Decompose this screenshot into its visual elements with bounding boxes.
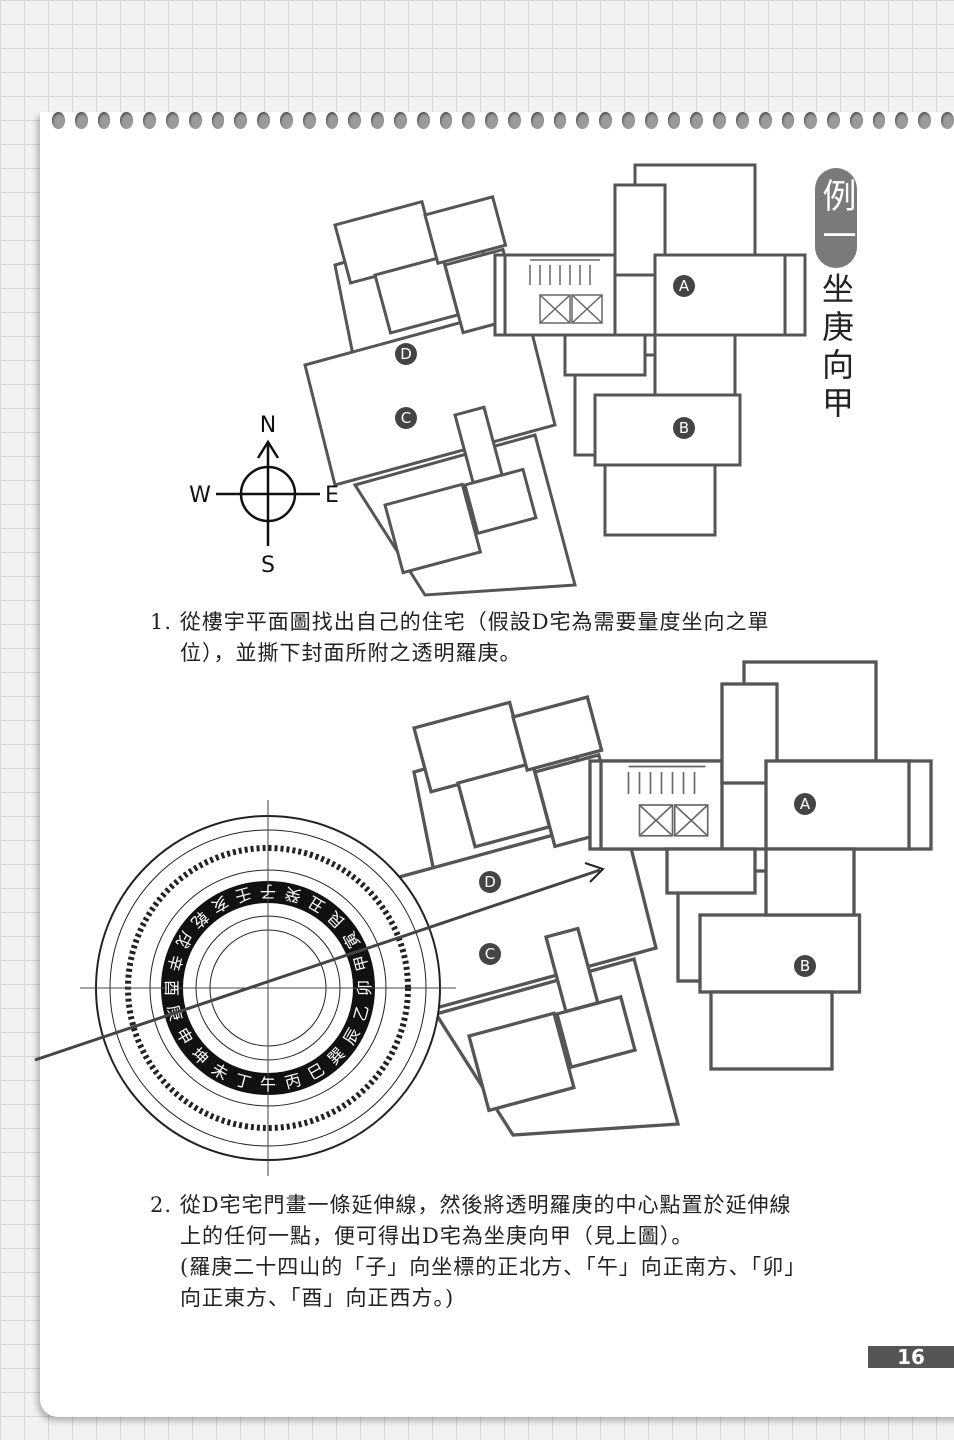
binding-hole <box>74 112 88 129</box>
luopan-mountain: 壬 <box>233 884 253 906</box>
unit-label-c: C <box>401 409 411 427</box>
binding-hole <box>690 112 704 129</box>
binding-hole <box>393 112 407 129</box>
binding-hole <box>804 112 818 129</box>
step-2-line-2: 上的任何一點，便可得出D宅為坐庚向甲（見上圖）。 <box>180 1224 694 1248</box>
unit-label-a: A <box>679 277 690 295</box>
unit-marker <box>673 275 695 297</box>
step-2-line-4: 向正東方、「酉」向正西方。) <box>180 1286 455 1310</box>
unit-label-d: D <box>400 345 412 363</box>
unit-marker <box>479 943 501 965</box>
example-tab: 例一 <box>815 168 857 268</box>
unit-label-d: D <box>484 873 496 891</box>
binding-hole <box>302 112 316 129</box>
step-2-line-3: (羅庚二十四山的「子」向坐標的正北方、「午」向正南方、「卯」 <box>180 1255 807 1279</box>
compass-rose <box>216 439 320 546</box>
step-1-line-1: 1. 從樓宇平面圖找出自己的住宅（假設D宅為需要量度坐向之單 <box>150 610 770 634</box>
binding-hole <box>530 112 544 129</box>
binding-hole <box>120 112 134 129</box>
binding-hole <box>599 112 612 129</box>
floor-plan-1 <box>303 163 807 597</box>
binding-hole <box>713 112 726 129</box>
binding-hole <box>895 112 909 129</box>
step-2-text: 2. 從D宅宅門畫一條延伸線，然後將透明羅庚的中心點置於延伸線 上的任何一點，便… <box>150 1190 806 1314</box>
luopan-mountain: 卯 <box>355 980 374 996</box>
luopan-mountain: 丁 <box>233 1070 253 1092</box>
unit-label-c: C <box>485 945 495 963</box>
luopan-mountain: 甲 <box>350 953 372 973</box>
binding-hole <box>325 112 339 129</box>
unit-label-a: A <box>800 795 811 813</box>
unit-label-b: B <box>800 957 810 975</box>
binding-hole <box>234 112 248 129</box>
binding-hole <box>211 112 225 129</box>
binding-hole <box>485 112 498 129</box>
luopan-dial: 子癸丑艮寅甲卯乙辰巽巳丙午丁未坤申庚酉辛戌乾亥壬 <box>80 800 456 1176</box>
binding-hole <box>143 112 156 129</box>
binding-hole <box>165 112 179 129</box>
unit-marker <box>673 417 695 439</box>
unit-marker <box>794 793 816 815</box>
extension-line <box>34 868 601 1062</box>
binding-hole <box>781 112 795 129</box>
compass-west-label: W <box>189 483 211 508</box>
binding-hole <box>576 112 590 129</box>
binding-hole <box>439 112 453 129</box>
binding-hole <box>941 112 954 129</box>
step-1-line-2: 位），並撕下封面所附之透明羅庚。 <box>180 641 522 665</box>
luopan-mountain: 子 <box>260 882 276 901</box>
binding-hole <box>827 112 840 129</box>
orientation-title: 坐庚向甲 <box>817 272 855 424</box>
binding-hole <box>507 112 521 129</box>
compass-south-label: S <box>261 553 275 578</box>
unit-marker <box>395 343 417 365</box>
unit-marker <box>395 407 417 429</box>
binding-hole <box>849 112 863 129</box>
compass-east-label: E <box>325 483 339 508</box>
step-2-line-1: 2. 從D宅宅門畫一條延伸線，然後將透明羅庚的中心點置於延伸線 <box>150 1193 792 1217</box>
unit-label-b: B <box>679 419 689 437</box>
luopan-mountain: 午 <box>260 1075 276 1094</box>
luopan-mountain: 丙 <box>283 1070 303 1092</box>
binding-hole <box>52 112 65 129</box>
binding-hole <box>257 112 270 129</box>
binding-hole <box>97 112 111 129</box>
binding-hole <box>462 112 476 129</box>
luopan-mountain: 辛 <box>164 953 186 973</box>
binding-hole <box>918 112 932 129</box>
unit-marker <box>794 955 816 977</box>
binding-hole <box>758 112 772 129</box>
binding-hole <box>188 112 202 129</box>
binding-hole <box>348 112 362 129</box>
binding-hole <box>735 112 749 129</box>
binding-hole <box>279 112 293 129</box>
binding-hole <box>553 112 567 129</box>
compass-north-label: N <box>260 413 276 438</box>
luopan-mountain: 酉 <box>162 980 181 996</box>
binding-holes <box>52 112 954 134</box>
binding-hole <box>872 112 886 129</box>
luopan-mountain: 癸 <box>283 884 303 906</box>
binding-hole <box>667 112 681 129</box>
binding-hole <box>621 112 635 129</box>
binding-hole <box>416 112 430 129</box>
unit-marker <box>479 871 501 893</box>
luopan-mountain: 乙 <box>350 1003 372 1023</box>
page-number: 16 <box>868 1346 954 1368</box>
binding-hole <box>644 112 658 129</box>
binding-hole <box>371 112 384 129</box>
floor-plan-2 <box>379 660 933 1137</box>
step-1-text: 1. 從樓宇平面圖找出自己的住宅（假設D宅為需要量度坐向之單 位），並撕下封面所… <box>150 607 770 669</box>
